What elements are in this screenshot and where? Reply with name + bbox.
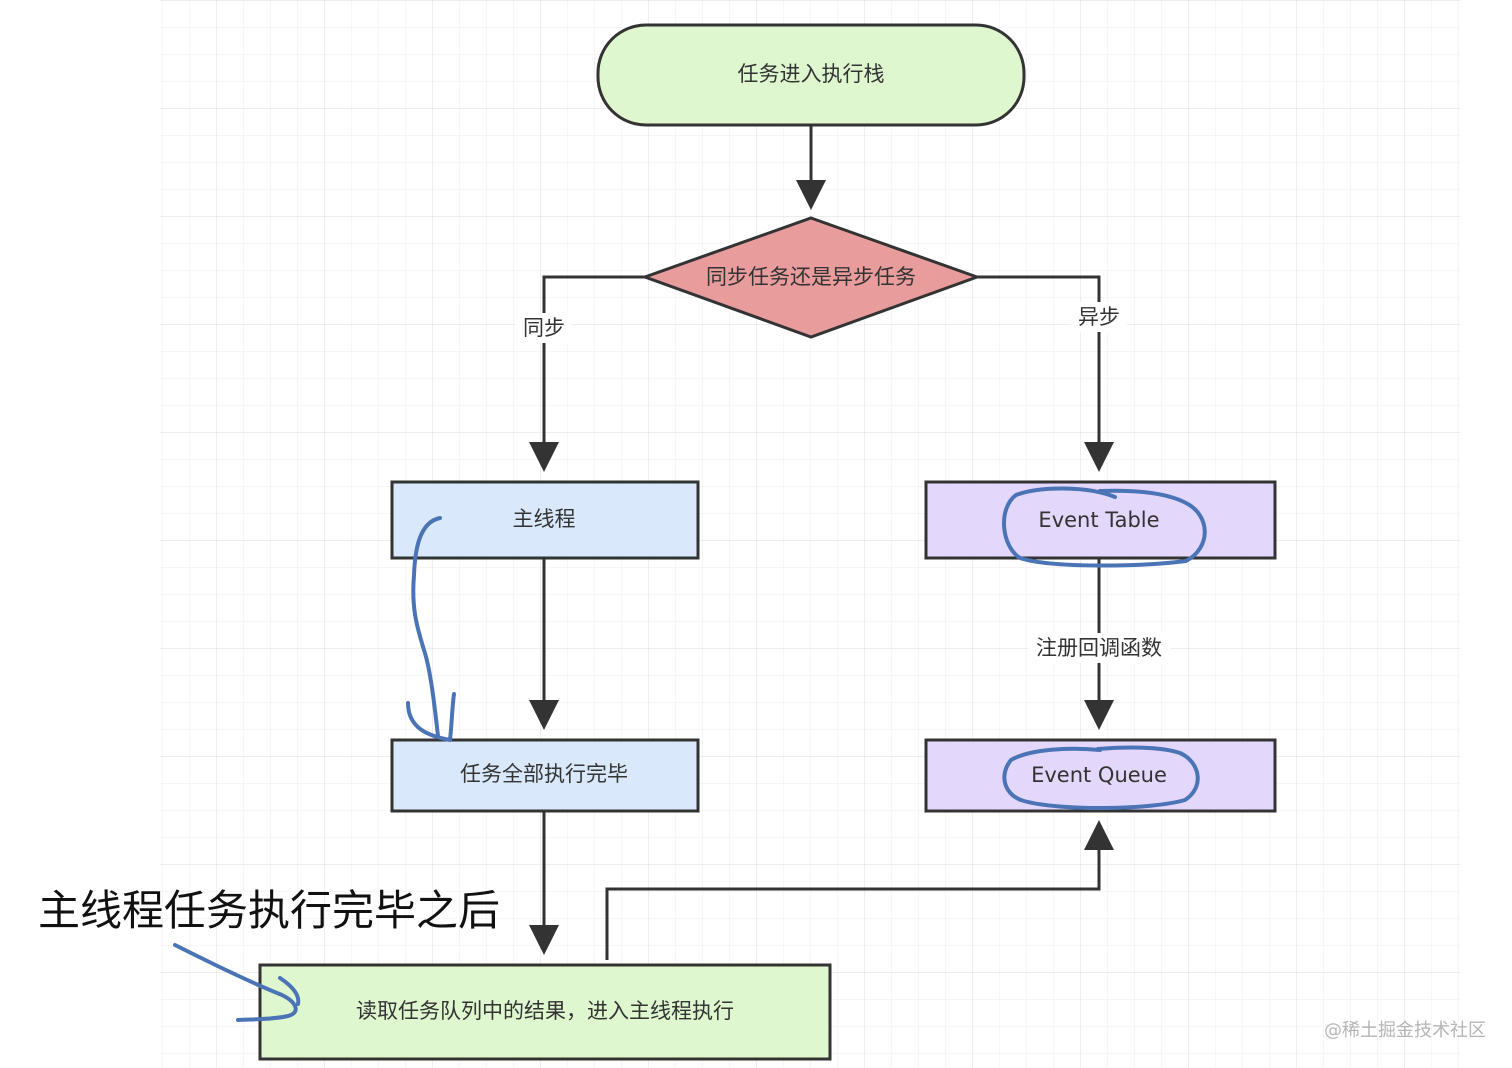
watermark-text: @稀土掘金技术社区 (1324, 1020, 1486, 1041)
pen-circle-event-table (1002, 486, 1207, 568)
node-start-label: 任务进入执行栈 (738, 62, 885, 86)
handwritten-note: 主线程任务执行完毕之后 (38, 886, 500, 935)
node-tasks-done-label: 任务全部执行完毕 (460, 762, 628, 786)
pen-arrow-to-read-queue (173, 943, 298, 1022)
node-decision: 同步任务还是异步任务 (640, 216, 982, 339)
pen-annotations (173, 486, 1207, 1022)
edge-decision-to-event-table (977, 275, 1114, 472)
node-start: 任务进入执行栈 (596, 23, 1026, 127)
edge-label-register-callback: 注册回调函数 (1028, 633, 1170, 663)
pen-arrow-tip (278, 976, 301, 1006)
node-start-shape (596, 23, 1026, 127)
pen-bracket-hook (406, 692, 456, 742)
node-main-thread-shape (390, 480, 700, 560)
edges (529, 125, 1114, 960)
node-tasks-done-shape (390, 738, 700, 813)
edge-label-async: 异步 (1071, 302, 1127, 332)
node-read-queue-label: 读取任务队列中的结果，进入主线程执行 (356, 999, 734, 1023)
edge-label-register-callback-text: 注册回调函数 (1036, 636, 1162, 660)
node-event-table: Event Table (924, 480, 1277, 560)
node-main-thread: 主线程 (390, 480, 700, 560)
node-decision-shape (640, 216, 982, 339)
node-read-queue: 读取任务队列中的结果，进入主线程执行 (258, 963, 832, 1061)
node-event-table-label: Event Table (1038, 508, 1159, 532)
node-main-thread-label: 主线程 (513, 507, 576, 531)
edge-decision-to-main-thread (529, 275, 645, 472)
pen-circle-event-queue (1002, 745, 1200, 811)
pen-bracket-main-thread (411, 516, 442, 738)
edge-label-async-text: 异步 (1078, 305, 1120, 329)
node-decision-label: 同步任务还是异步任务 (706, 265, 916, 289)
edge-read-queue-to-event-queue (605, 820, 1114, 960)
node-event-table-shape (924, 480, 1277, 560)
node-tasks-done: 任务全部执行完毕 (390, 738, 700, 813)
edge-label-sync-text: 同步 (523, 316, 565, 340)
edge-label-sync: 同步 (516, 313, 572, 343)
node-event-queue-label: Event Queue (1031, 763, 1167, 787)
node-read-queue-shape (258, 963, 832, 1061)
